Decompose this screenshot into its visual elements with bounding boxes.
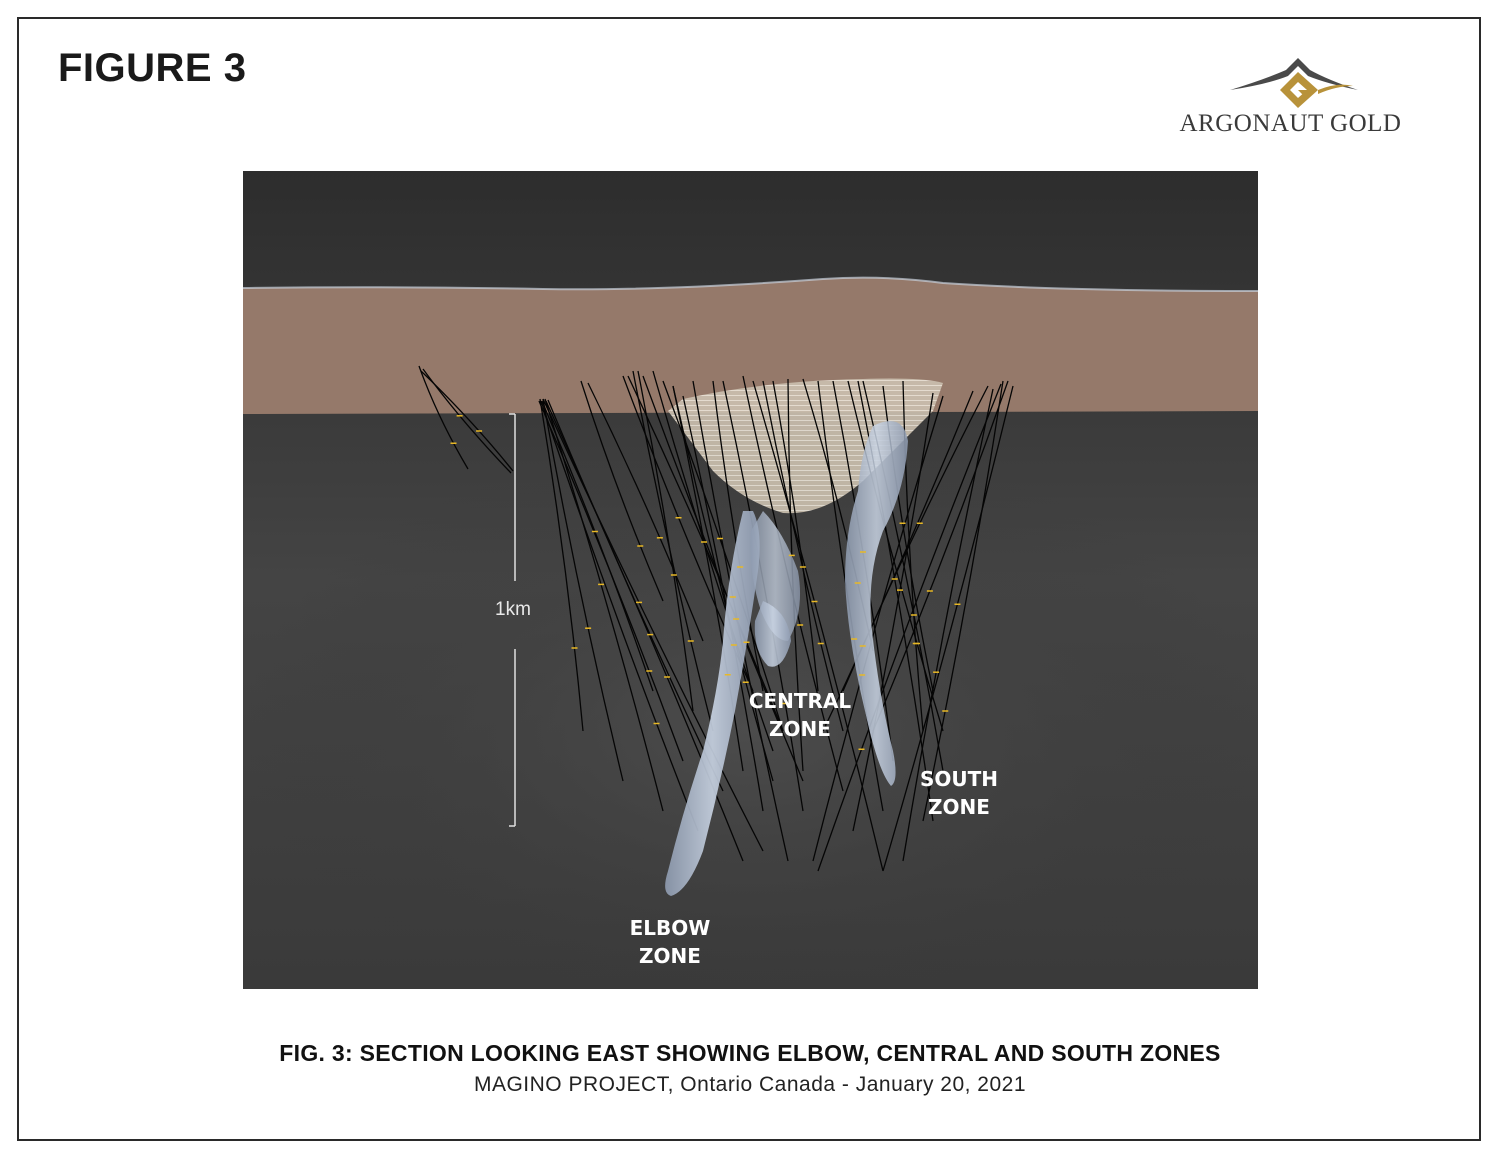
elbow-zone-orebody xyxy=(665,511,760,896)
drill-hole-trace xyxy=(539,398,584,732)
drill-hole-trace xyxy=(587,382,704,642)
drill-hole-trace xyxy=(872,380,1009,732)
drill-hole-trace xyxy=(812,395,944,862)
south-zone-label: SOUTH ZONE xyxy=(919,767,999,819)
logo-mark-icon xyxy=(1230,58,1358,108)
drill-hole-trace xyxy=(672,385,744,772)
drill-hole-trace xyxy=(882,385,1014,872)
drill-hole-trace xyxy=(642,375,804,782)
drill-hole-trace xyxy=(817,383,1002,872)
drill-hole-trace xyxy=(652,370,774,752)
drill-hole-trace xyxy=(542,398,764,852)
south-zone-orebody xyxy=(845,421,908,786)
drill-hole-trace xyxy=(637,370,694,712)
ore-bodies xyxy=(665,421,908,896)
logo-text: ARGONAUT GOLD xyxy=(1179,110,1402,137)
drill-hole-trace xyxy=(772,380,819,692)
drill-hole-trace xyxy=(847,380,944,732)
scale-label: 1km xyxy=(495,599,531,620)
caption-title: FIG. 3: SECTION LOOKING EAST SHOWING ELB… xyxy=(279,1040,1221,1066)
cross-section-diagram: 1km CENTRAL ZONE SOUTH ZONE ELBOW ZONE xyxy=(243,171,1258,989)
drill-hole-trace xyxy=(922,380,1004,822)
caption-subtitle: MAGINO PROJECT, Ontario Canada - January… xyxy=(473,1073,1027,1096)
scale-bar xyxy=(509,413,516,827)
drill-hole-trace xyxy=(852,392,934,832)
drill-hole-trace xyxy=(672,385,774,782)
assay-intercepts xyxy=(450,415,961,750)
overburden-layer xyxy=(243,277,1258,414)
elbow-zone-label: ELBOW ZONE xyxy=(629,916,711,968)
figure-frame xyxy=(17,17,1481,1141)
drill-hole-trace xyxy=(662,380,784,732)
drill-hole-trace xyxy=(712,380,764,692)
drill-hole-trace xyxy=(422,368,512,474)
open-pit-shell xyxy=(668,378,943,514)
drill-hole-trace xyxy=(902,380,924,732)
drill-hole-trace xyxy=(627,375,784,732)
drill-hole-trace xyxy=(541,400,654,692)
drill-hole-trace xyxy=(540,400,699,832)
argonaut-gold-logo: ARGONAUT GOLD xyxy=(1168,50,1413,145)
drill-hole-trace xyxy=(682,395,764,812)
figure-label: FIGURE 3 xyxy=(58,46,247,90)
drill-hole-trace xyxy=(762,380,844,732)
drill-hole-trace xyxy=(902,388,994,862)
drill-hole-trace xyxy=(542,398,624,782)
drill-hole-trace xyxy=(752,380,884,872)
central-zone-label: CENTRAL ZONE xyxy=(748,689,852,741)
central-zone-lower-lobe xyxy=(754,601,791,667)
drill-hole-trace xyxy=(822,390,974,732)
cross-section-canvas xyxy=(243,171,1258,989)
drill-hole-trace xyxy=(580,380,664,602)
drill-hole-trace xyxy=(547,399,724,792)
drill-hole-trace xyxy=(418,365,469,470)
